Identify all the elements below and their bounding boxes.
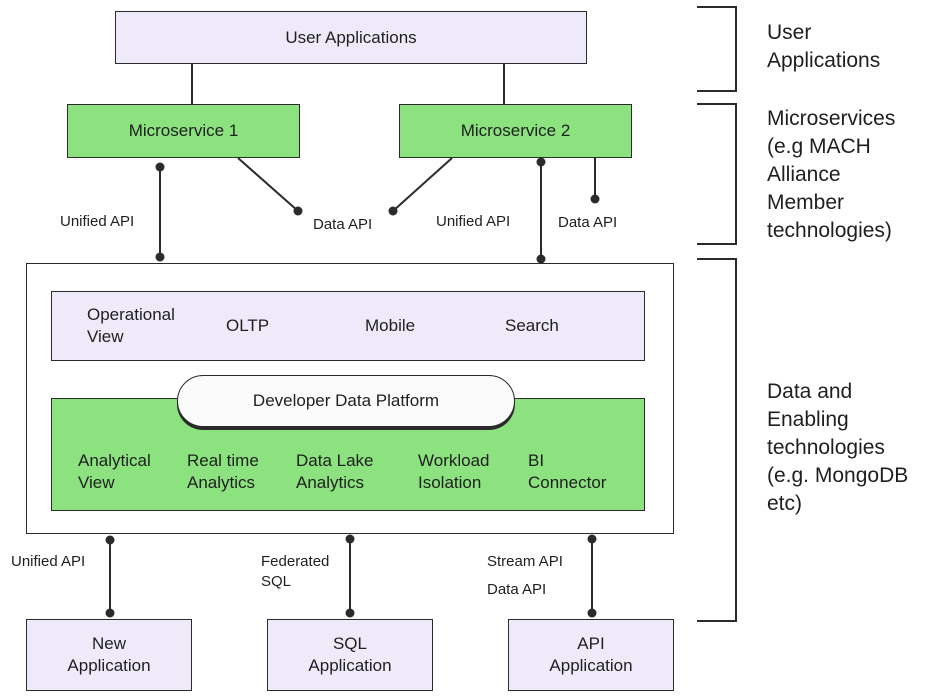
layer-label-user-applications: User Applications: [767, 21, 881, 72]
new-application-box: New Application: [26, 619, 192, 691]
layer-label-microservices: Microservices (e.g MACH Alliance Member …: [767, 107, 896, 242]
real-time-analytics-label: Real time Analytics: [187, 451, 259, 492]
microservice-1-label: Microservice 1: [128, 121, 239, 140]
microservice-2-label: Microservice 2: [460, 121, 571, 140]
bracket-data-layer: [697, 258, 737, 622]
oltp-label: OLTP: [226, 316, 270, 335]
unified-api-label-2: Unified API: [436, 213, 511, 230]
analytical-view-label: Analytical View: [78, 451, 151, 492]
developer-data-platform-label: Developer Data Platform: [252, 391, 440, 410]
new-application-label: New Application: [67, 634, 151, 675]
developer-data-platform-pill: Developer Data Platform: [177, 375, 515, 427]
data-api-bottom-label: Data API: [487, 581, 547, 598]
unified-api-label-1: Unified API: [60, 213, 135, 230]
federated-sql-label: Federated SQL: [261, 553, 330, 590]
operational-view-label: Operational View: [87, 305, 175, 346]
data-api-label-2: Data API: [558, 214, 618, 231]
workload-isolation-label: Workload Isolation: [418, 451, 490, 492]
mobile-label: Mobile: [365, 316, 416, 335]
data-lake-analytics-label: Data Lake Analytics: [296, 451, 374, 492]
operational-row: [51, 291, 645, 361]
data-api-label-1: Data API: [313, 216, 373, 233]
user-applications-box: User Applications: [115, 11, 587, 64]
sql-application-label: SQL Application: [308, 634, 392, 675]
microservice-1-box: Microservice 1: [67, 104, 300, 158]
bracket-micro-layer: [697, 103, 737, 245]
api-application-box: API Application: [508, 619, 674, 691]
layer-label-data-enabling: Data and Enabling technologies (e.g. Mon…: [767, 380, 909, 515]
search-label: Search: [505, 316, 559, 335]
user-applications-label: User Applications: [285, 27, 417, 47]
sql-application-box: SQL Application: [267, 619, 433, 691]
api-application-label: API Application: [549, 634, 633, 675]
microservice-2-box: Microservice 2: [399, 104, 632, 158]
bracket-user-layer: [697, 6, 737, 92]
bi-connector-label: BI Connector: [528, 451, 607, 492]
stream-api-label: Stream API: [487, 553, 563, 570]
unified-api-bottom-label: Unified API: [11, 553, 86, 570]
